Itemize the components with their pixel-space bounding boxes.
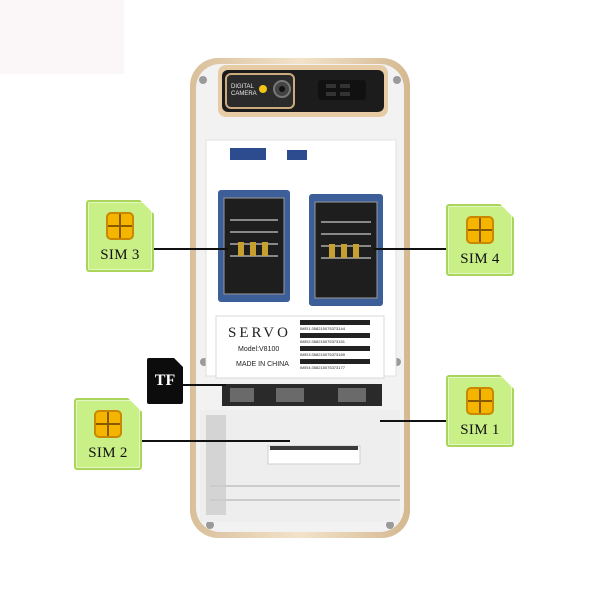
speaker-grille	[318, 80, 366, 100]
imei-1-text: IMEI1:358215075373144	[300, 326, 345, 331]
sim-chip-icon	[94, 410, 122, 438]
camera-text: DIGITAL CAMERA	[231, 84, 257, 98]
sim-2-label: SIM 2	[88, 445, 128, 461]
barcode-icon	[300, 320, 370, 364]
imei-4-text: IMEI4:358215075373177	[300, 365, 345, 370]
sim-3-callout: SIM 3	[86, 200, 154, 272]
tf-card-callout: TF	[147, 358, 183, 404]
tf-label: TF	[154, 372, 176, 389]
battery-connector	[230, 148, 266, 160]
sim-4-callout: SIM 4	[446, 204, 514, 276]
model-text: Model:V8100	[238, 346, 280, 353]
flash-icon	[259, 85, 267, 93]
camera-text-line1: DIGITAL	[231, 84, 254, 90]
camera-lens-center	[279, 86, 285, 92]
background-patch	[0, 0, 124, 74]
sim-4-label: SIM 4	[460, 251, 500, 267]
bottom-board	[200, 410, 400, 522]
screw-icon	[206, 521, 214, 529]
sim-1-callout: SIM 1	[446, 375, 514, 447]
screw-icon	[386, 521, 394, 529]
imei-3-text: IMEI3:358215075373169	[300, 352, 345, 357]
origin-text: MADE IN CHINA	[236, 361, 289, 368]
screw-icon	[199, 76, 207, 84]
brand-text: SERVO	[228, 325, 291, 341]
camera-text-line2: CAMERA	[231, 91, 257, 97]
imei-2-text: IMEI2:358215075373151	[300, 339, 345, 344]
screw-icon	[393, 76, 401, 84]
sim-chip-icon	[106, 212, 134, 240]
sim-1-label: SIM 1	[460, 422, 500, 438]
sim-chip-icon	[466, 216, 494, 244]
battery-connector	[287, 150, 307, 160]
sim-2-callout: SIM 2	[74, 398, 142, 470]
sim-chip-icon	[466, 387, 494, 415]
sim-3-label: SIM 3	[100, 247, 140, 263]
